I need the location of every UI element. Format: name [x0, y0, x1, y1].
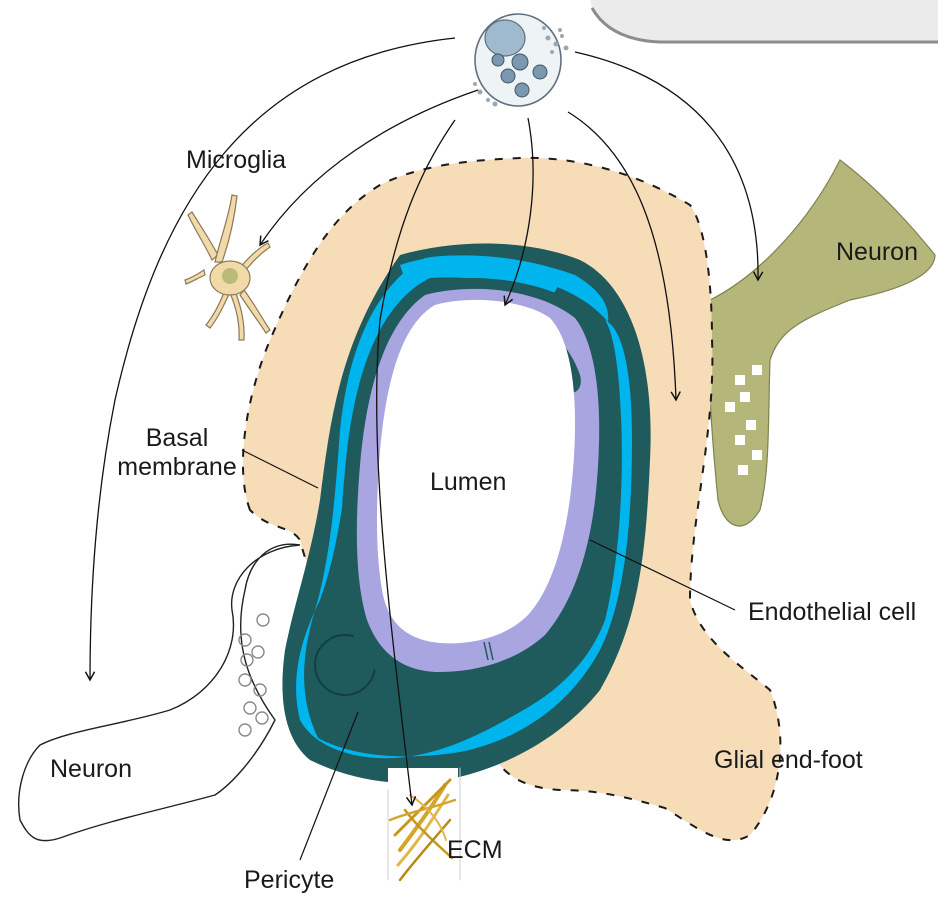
secretory-cell — [473, 14, 569, 107]
basal-membrane-label: Basal membrane — [112, 424, 242, 482]
microglia-cell — [185, 195, 270, 340]
basal-membrane-label-line1: Basal — [112, 424, 242, 453]
pericyte-label: Pericyte — [244, 866, 334, 895]
glial-endfoot-label: Glial end-foot — [714, 746, 863, 775]
neuron-right-label: Neuron — [836, 238, 918, 267]
header-ribbon — [590, 0, 938, 42]
neuron-left-label: Neuron — [50, 755, 132, 784]
lumen-label: Lumen — [430, 468, 506, 497]
neuron-left-shape — [19, 544, 300, 840]
microglia-label: Microglia — [186, 146, 286, 175]
endothelial-cell-label: Endothelial cell — [748, 598, 916, 627]
basal-membrane-label-line2: membrane — [112, 453, 242, 482]
ecm-label: ECM — [447, 836, 503, 865]
